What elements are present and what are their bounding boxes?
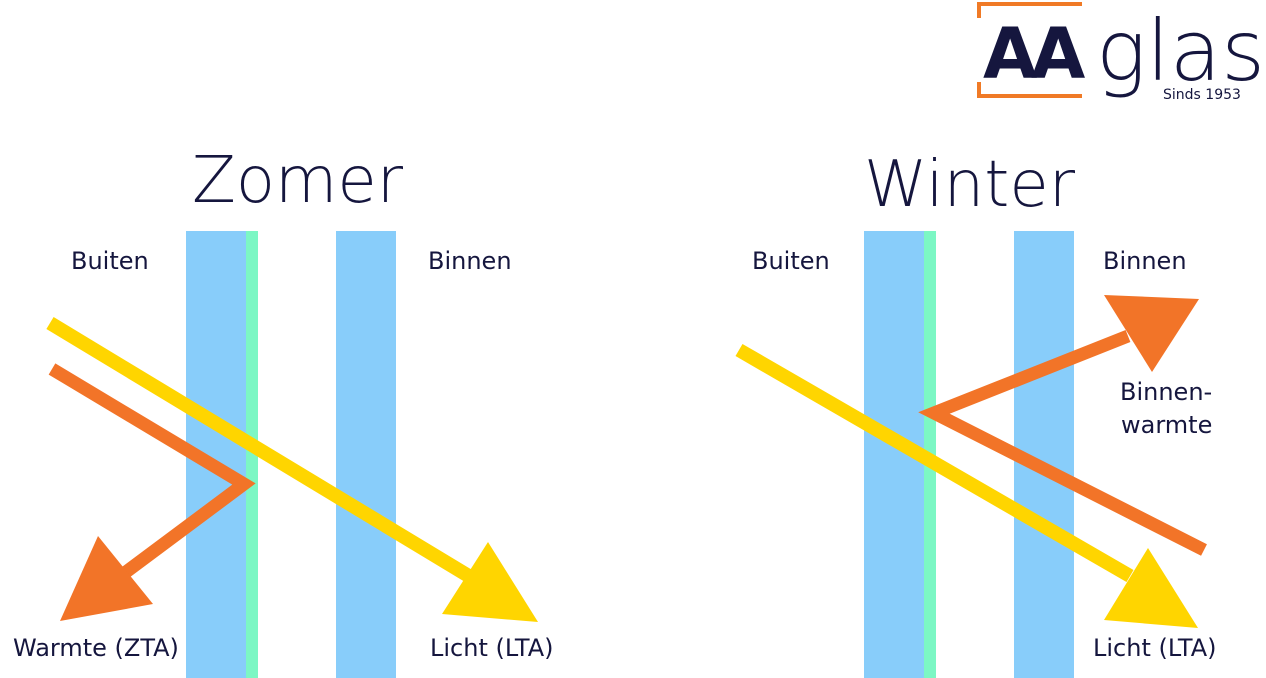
winter-light-label: Licht (LTA) [1093, 634, 1217, 662]
summer-inner-pane [336, 231, 396, 678]
summer-light-label: Licht (LTA) [430, 634, 554, 662]
winter-heat-label-line2: warmte [1121, 411, 1212, 439]
winter-title: Winter [864, 148, 1076, 222]
logo-brand: AA [983, 13, 1085, 95]
summer-panel: Zomer Buiten Binnen Warmte (ZTA) Licht (… [13, 144, 554, 678]
winter-heat-label-line1: Binnen- [1120, 378, 1212, 406]
summer-inside-label: Binnen [428, 247, 512, 275]
winter-light-ray [735, 343, 1198, 628]
summer-coating [246, 231, 258, 678]
logo-frame [977, 2, 1082, 98]
winter-heat-ray [918, 295, 1207, 556]
summer-outside-label: Buiten [71, 247, 149, 275]
summer-title: Zomer [192, 144, 404, 218]
winter-inside-label: Binnen [1103, 247, 1187, 275]
winter-outside-label: Buiten [752, 247, 830, 275]
summer-heat-label: Warmte (ZTA) [13, 634, 179, 662]
summer-light-ray [46, 317, 538, 622]
logo-word: glas [1096, 2, 1265, 100]
summer-heat-ray [48, 363, 256, 621]
logo-tagline: Sinds 1953 [1163, 87, 1241, 103]
winter-panel: Winter Buiten Binnen Binnen- warmte Lich… [735, 148, 1217, 678]
aaglas-logo: AA glas Sinds 1953 [977, 2, 1265, 103]
